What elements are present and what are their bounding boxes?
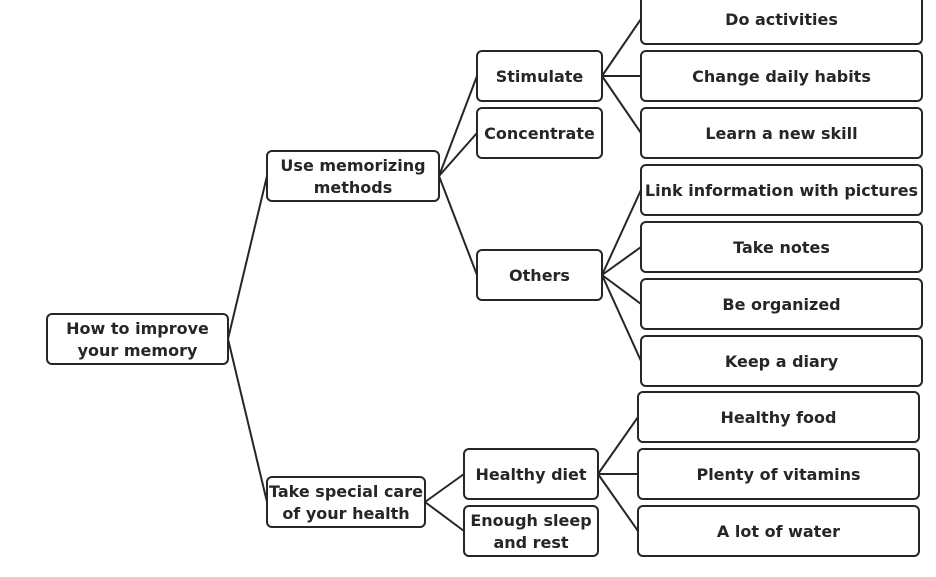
connector-use-memorizing-methods-to-stimulate (438, 75, 478, 177)
node-box (640, 50, 923, 102)
node-box (46, 313, 229, 365)
node-concentrate: Concentrate (476, 107, 603, 159)
node-label: Concentrate (484, 124, 595, 143)
connector-root-to-use-memorizing-methods (227, 175, 268, 340)
node-box (640, 0, 923, 45)
node-root: How to improve your memory (46, 313, 229, 365)
node-change-daily-habits: Change daily habits (640, 50, 923, 102)
node-stimulate: Stimulate (476, 50, 603, 102)
node-label: Use memorizing (280, 156, 425, 175)
node-box (637, 391, 920, 443)
node-a-lot-of-water: A lot of water (637, 505, 920, 557)
node-be-organized: Be organized (640, 278, 923, 330)
node-label: of your health (282, 504, 409, 523)
connector-healthy-diet-to-healthy-food (597, 416, 639, 475)
node-box (640, 164, 923, 216)
connector-stimulate-to-learn-a-new-skill (601, 75, 642, 134)
node-label: methods (314, 178, 393, 197)
node-label: and rest (493, 533, 568, 552)
node-box (640, 107, 923, 159)
node-label: A lot of water (717, 522, 840, 541)
node-healthy-food: Healthy food (637, 391, 920, 443)
node-box (476, 107, 603, 159)
connector-take-special-care-to-enough-sleep (424, 501, 465, 532)
node-label: Be organized (722, 295, 840, 314)
connector-others-to-take-notes (601, 246, 642, 276)
node-use-memorizing-methods: Use memorizing methods (266, 150, 440, 202)
node-label: Take notes (733, 238, 830, 257)
node-label: How to improve (66, 319, 209, 338)
node-box (640, 335, 923, 387)
diagram-nodes: How to improve your memory Use memorizing m… (46, 0, 923, 557)
node-label: Healthy food (721, 408, 837, 427)
connector-others-to-link-information (601, 189, 642, 276)
node-label: Plenty of vitamins (696, 465, 860, 484)
node-box (476, 50, 603, 102)
node-label: your memory (78, 341, 198, 360)
node-label: Others (509, 266, 570, 285)
connector-take-special-care-to-healthy-diet (424, 473, 465, 503)
node-do-activities: Do activities (640, 0, 923, 45)
node-plenty-of-vitamins: Plenty of vitamins (637, 448, 920, 500)
connector-others-to-keep-a-diary (601, 274, 642, 362)
node-label: Take special care (269, 482, 423, 501)
node-box (637, 505, 920, 557)
connector-use-memorizing-methods-to-concentrate (438, 132, 478, 177)
node-label: Link information with pictures (645, 181, 918, 200)
node-box (266, 150, 440, 202)
connector-healthy-diet-to-a-lot-of-water (597, 473, 639, 532)
node-box (463, 448, 599, 500)
node-label: Learn a new skill (705, 124, 857, 143)
connector-root-to-take-special-care (227, 338, 268, 503)
node-box (266, 476, 426, 528)
node-label: Stimulate (496, 67, 584, 86)
node-healthy-diet: Healthy diet (463, 448, 599, 500)
connector-stimulate-to-do-activities (601, 18, 642, 77)
connector-lines (227, 18, 642, 532)
node-label: Change daily habits (692, 67, 871, 86)
node-enough-sleep: Enough sleep and rest (463, 505, 599, 557)
node-keep-a-diary: Keep a diary (640, 335, 923, 387)
node-learn-a-new-skill: Learn a new skill (640, 107, 923, 159)
node-label: Enough sleep (470, 511, 591, 530)
node-others: Others (476, 249, 603, 301)
node-label: Keep a diary (725, 352, 839, 371)
node-box (640, 278, 923, 330)
node-box (476, 249, 603, 301)
node-take-notes: Take notes (640, 221, 923, 273)
connector-use-memorizing-methods-to-others (438, 175, 478, 276)
node-box (637, 448, 920, 500)
node-box (463, 505, 599, 557)
node-label: Healthy diet (476, 465, 587, 484)
node-link-information: Link information with pictures (640, 164, 923, 216)
node-take-special-care: Take special care of your health (266, 476, 426, 528)
node-box (640, 221, 923, 273)
node-label: Do activities (725, 10, 838, 29)
connector-others-to-be-organized (601, 274, 642, 305)
